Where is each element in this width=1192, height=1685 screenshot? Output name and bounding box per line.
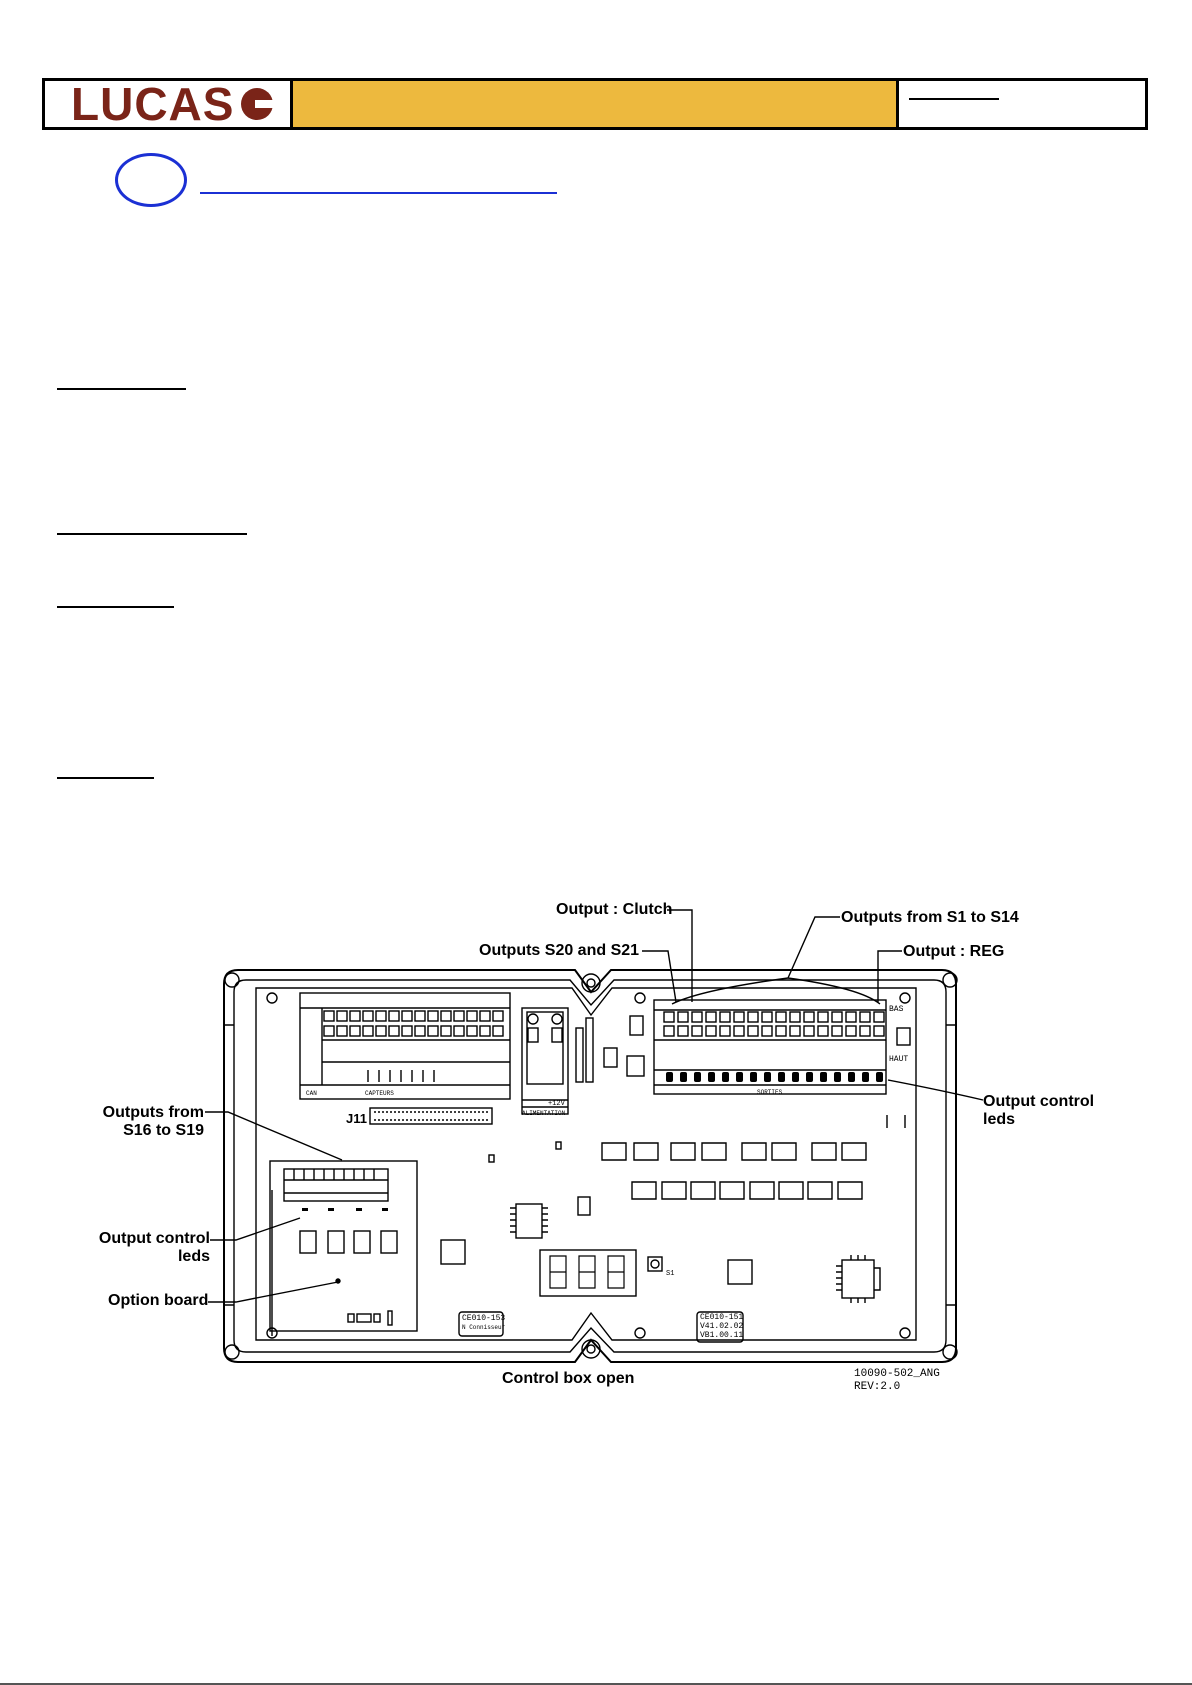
board-label-bas: BAS — [889, 1005, 904, 1014]
board-label-can: CAN — [306, 1090, 317, 1097]
callout-outputs-s1-s14: Outputs from S1 to S14 — [841, 909, 1019, 926]
page-bottom-rule — [0, 1683, 1192, 1685]
callout-outputs-s20-s21: Outputs S20 and S21 — [479, 942, 640, 959]
logo-wordmark: LUCAS — [71, 78, 235, 130]
board-tag-left-line2: N Connisseur — [462, 1324, 506, 1331]
board-tag-right-line1: CE010-151 — [700, 1313, 744, 1322]
figure-caption: Control box open — [502, 1370, 635, 1387]
section-title-underline — [200, 192, 557, 194]
board-label-sorties: SORTIES — [757, 1089, 783, 1096]
callout-outputs-s16-s19-line2: S16 to S19 — [123, 1122, 204, 1139]
drawing-reference: 10090-502_ANG — [854, 1368, 940, 1380]
board-label-alimentation: ALIMENTATION — [522, 1110, 566, 1117]
callout-output-leds-left-line2: leds — [177, 1248, 210, 1265]
document-header: LUCAS — [42, 78, 1148, 130]
header-reference-cell — [899, 81, 1145, 127]
callout-output-reg: Output : REG — [903, 943, 1005, 960]
callout-outputs-s16-s19: Outputs from S16 to S19 — [60, 1104, 204, 1140]
subheading-rule-4 — [57, 777, 154, 779]
board-tag-left-line1: CE010-153 — [462, 1314, 506, 1323]
section-number-circle — [115, 153, 187, 207]
callout-output-leds-left-line1: Output control — [98, 1230, 210, 1247]
callout-output-leds-right-line1: Output control — [983, 1093, 1095, 1110]
board-label-plus12v: +12V — [548, 1100, 565, 1108]
board-tag-right-line3: VB1.00.11 — [700, 1331, 744, 1340]
board-label-haut: HAUT — [889, 1055, 909, 1064]
board-label-switch: S1 — [666, 1270, 675, 1278]
company-logo: LUCAS — [45, 81, 293, 127]
subheading-rule-2 — [57, 533, 247, 535]
callout-output-leds-left: Output control leds — [60, 1230, 210, 1266]
drawing-revision: REV:2.0 — [854, 1381, 901, 1393]
logo-e-icon — [241, 88, 281, 120]
board-tag-right-line2: V41.02.02 — [700, 1322, 744, 1331]
board-label-j11: J11 — [346, 1111, 367, 1126]
callout-output-clutch: Output : Clutch — [556, 901, 673, 918]
subheading-rule-3 — [57, 606, 174, 608]
subheading-rule-1 — [57, 388, 186, 390]
board-label-capteurs: CAPTEURS — [365, 1090, 394, 1097]
callout-output-leds-right-line2: leds — [983, 1111, 1016, 1128]
callout-option-board: Option board — [108, 1292, 209, 1309]
callout-outputs-s16-s19-line1: Outputs from — [102, 1104, 204, 1121]
header-title-band — [293, 81, 899, 127]
header-reference-rule — [909, 98, 999, 100]
callout-output-leds-right: Output control leds — [983, 1093, 1094, 1129]
